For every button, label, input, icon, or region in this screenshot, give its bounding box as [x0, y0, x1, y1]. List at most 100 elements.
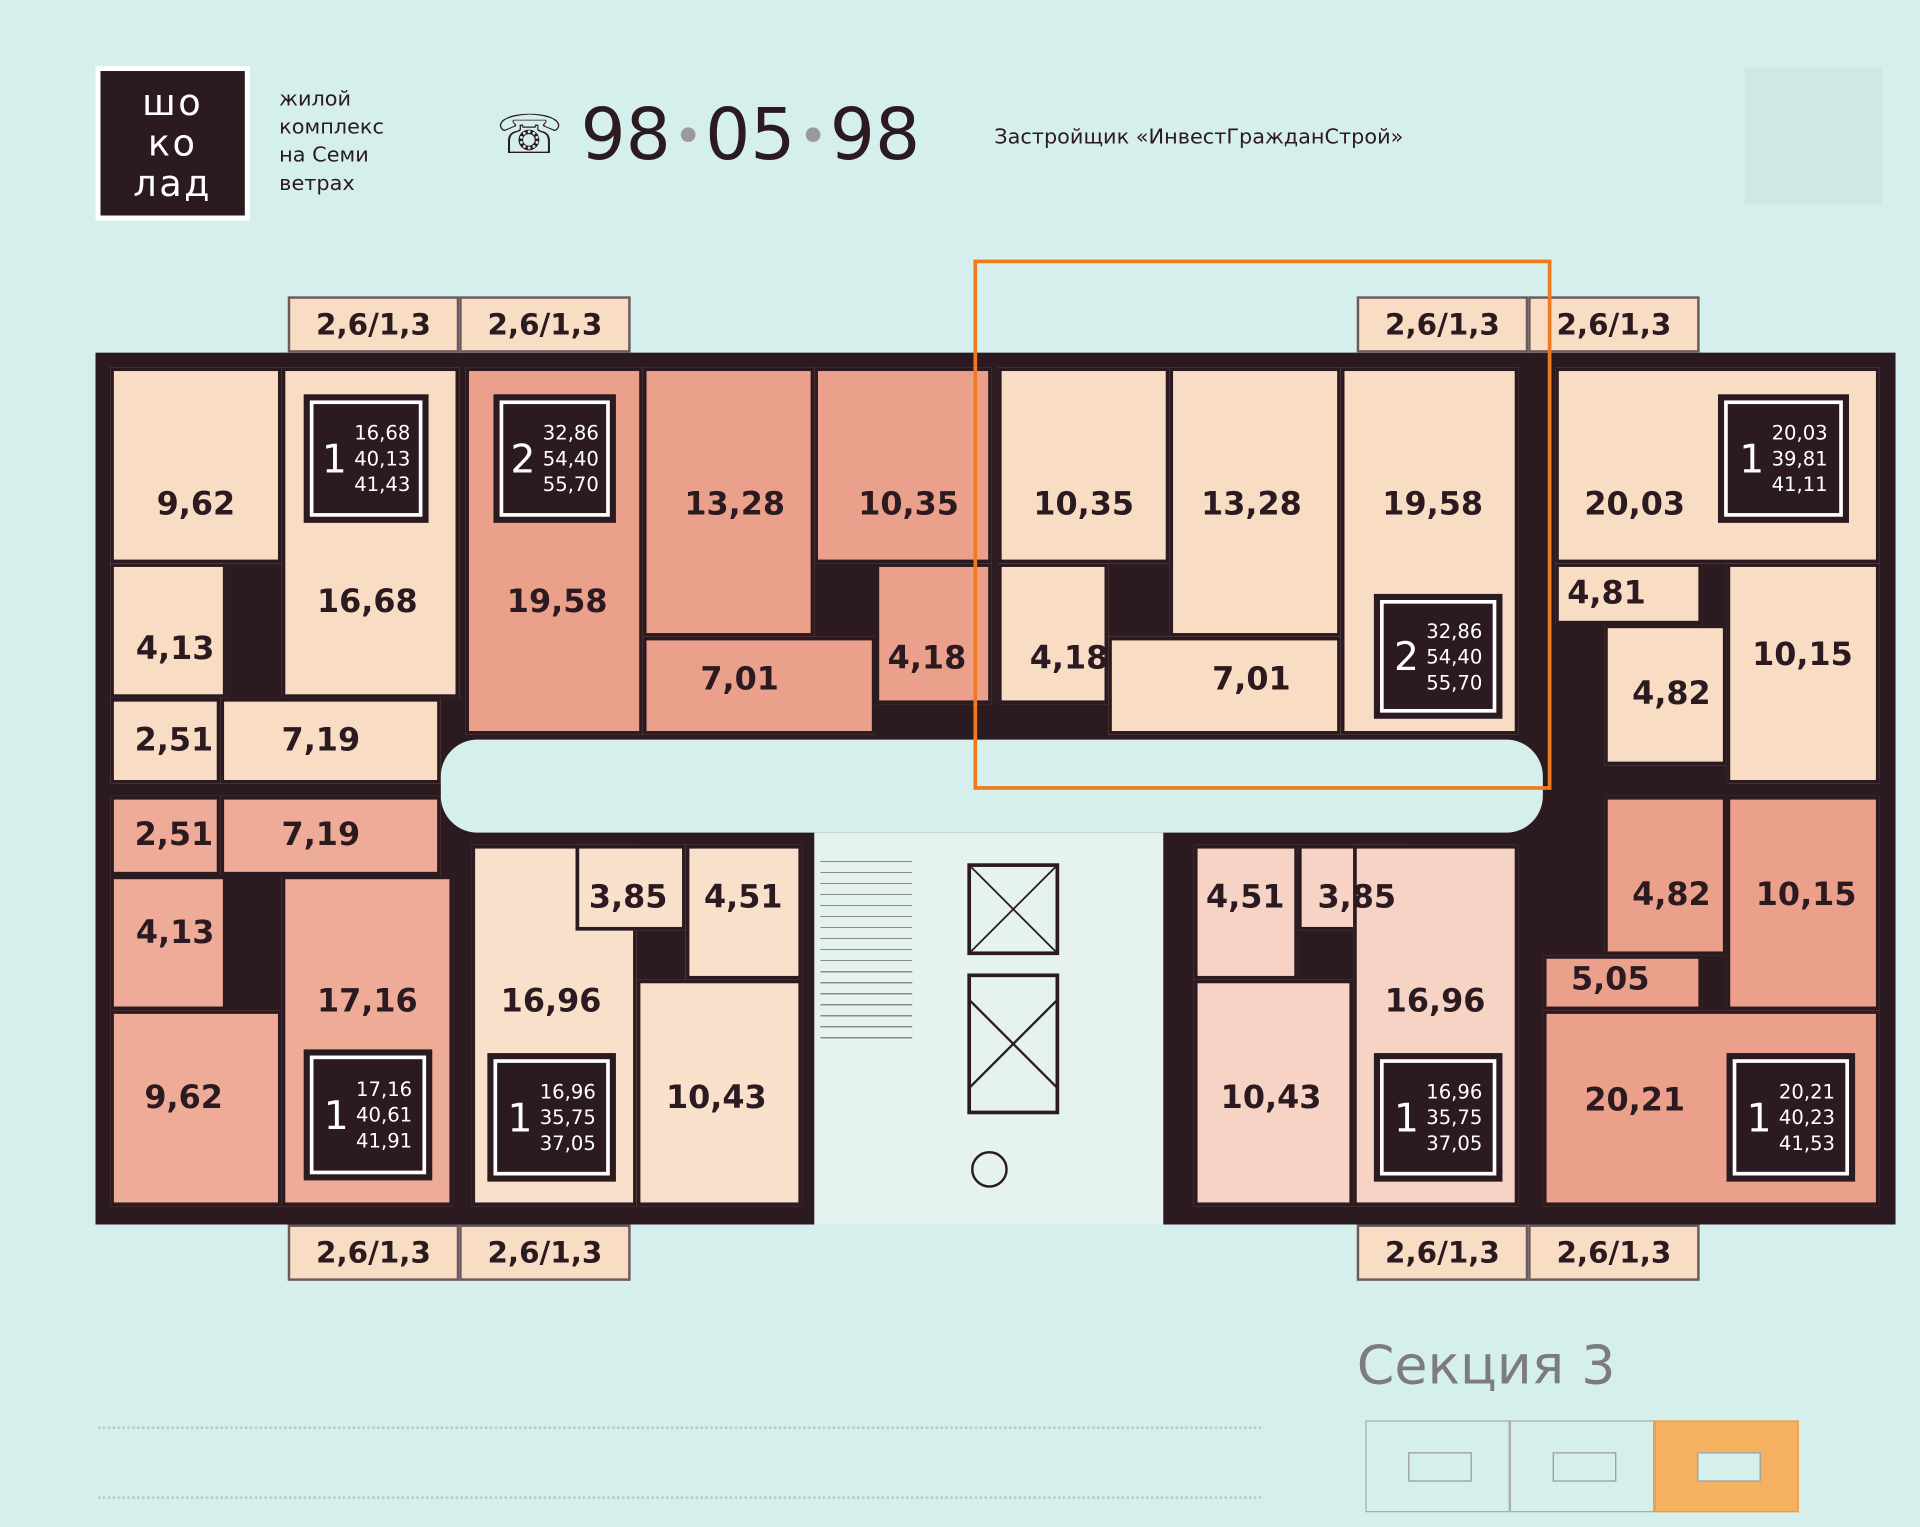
tagline-line: комплекс	[279, 115, 384, 140]
total-area-with-balcony: 55,70	[1426, 670, 1483, 694]
room	[220, 795, 441, 876]
living-area: 16,68	[354, 421, 411, 445]
total-area: 39,81	[1771, 446, 1828, 471]
balcony-label: 2,6/1,3	[459, 1224, 631, 1281]
room-area-label: 13,28	[684, 486, 786, 523]
phone-part: 98	[829, 93, 921, 177]
phone-icon: ☏	[495, 103, 564, 166]
room-area-label: 2,51	[134, 816, 214, 854]
elevator	[967, 863, 1060, 956]
living-area: 16,96	[539, 1080, 596, 1104]
balcony-label: 2,6/1,3	[287, 296, 460, 353]
rooms-count: 1	[1746, 1094, 1772, 1141]
room	[110, 563, 227, 698]
balcony-label: 2,6/1,3	[287, 1224, 460, 1281]
room	[110, 875, 227, 1011]
room-area-label: 5,05	[1570, 961, 1650, 998]
room-area-label: 10,35	[1033, 486, 1135, 523]
room	[1108, 636, 1341, 735]
elevator	[967, 973, 1060, 1115]
room-area-label: 7,01	[1212, 661, 1291, 698]
room-area-label: 4,81	[1567, 575, 1646, 613]
minimap-section-3-selected	[1654, 1420, 1799, 1513]
room	[110, 367, 282, 564]
divider	[97, 1426, 1262, 1429]
room	[1193, 979, 1354, 1207]
logo: шо ко лад	[95, 66, 250, 221]
room-area-label: 7,19	[281, 722, 361, 760]
room	[875, 563, 992, 705]
living-area: 32,86	[542, 421, 599, 445]
room	[1604, 624, 1727, 766]
room	[220, 697, 441, 784]
room-area-label: 4,13	[135, 914, 215, 952]
shaft-icon	[971, 1151, 1008, 1188]
room	[110, 795, 221, 876]
balcony-label: 2,6/1,3	[1356, 296, 1529, 353]
logo-line: ко	[147, 121, 198, 165]
room	[642, 367, 815, 637]
total-area-with-balcony: 41,91	[356, 1128, 413, 1153]
logo-line: лад	[133, 162, 213, 206]
room-area-label: 13,28	[1201, 486, 1302, 523]
balcony-label: 2,6/1,3	[1528, 1224, 1700, 1281]
room-area-label: 20,03	[1584, 486, 1686, 523]
room-area-label: 10,15	[1752, 636, 1853, 674]
phone-part: 98	[580, 93, 671, 177]
total-area: 54,40	[1426, 644, 1483, 668]
room-area-label: 9,62	[156, 486, 236, 523]
room-area-label: 4,18	[1029, 640, 1109, 678]
minimap-section-2	[1509, 1420, 1655, 1513]
balcony-label: 2,6/1,3	[1528, 296, 1700, 353]
minimap-section-1	[1365, 1420, 1510, 1513]
living-area: 16,96	[1426, 1080, 1483, 1104]
total-area-with-balcony: 55,70	[542, 472, 599, 496]
room-area-label: 4,82	[1632, 876, 1711, 914]
tagline-line: на Семи	[279, 143, 369, 168]
staircase	[820, 851, 913, 1047]
living-area: 20,03	[1771, 421, 1828, 445]
room-area-label: 9,62	[144, 1080, 223, 1117]
room	[997, 563, 1109, 705]
room-area-label: 3,85	[1317, 879, 1397, 916]
room	[636, 979, 803, 1207]
total-area-with-balcony: 37,05	[1426, 1131, 1483, 1155]
room-area-label: 10,15	[1755, 876, 1857, 914]
room	[685, 844, 803, 980]
total-area: 40,23	[1778, 1105, 1836, 1129]
living-area: 17,16	[356, 1077, 413, 1101]
room-area-label: 17,16	[316, 983, 418, 1021]
selected-apartment-highlight	[973, 259, 1552, 790]
tagline-line: жилой	[279, 86, 352, 112]
living-area: 32,86	[1426, 618, 1483, 643]
room	[110, 697, 221, 784]
room-area-label: 7,19	[281, 816, 361, 854]
phone-number: ☏ 98 05 98	[496, 93, 920, 176]
section-title: Секция 3	[1356, 1334, 1616, 1398]
room	[1604, 795, 1727, 956]
rooms-count: 2	[510, 435, 536, 482]
total-area-with-balcony: 41,43	[354, 472, 411, 496]
total-area: 40,61	[356, 1103, 413, 1127]
room	[1726, 563, 1880, 784]
room-area-label: 7,01	[700, 661, 779, 698]
living-area: 20,21	[1778, 1080, 1836, 1104]
rooms-count: 1	[1393, 1094, 1419, 1141]
room-area-label: 10,43	[665, 1080, 767, 1117]
section-minimap	[1365, 1420, 1818, 1513]
stair-elevator-core	[814, 832, 1164, 1225]
room	[1169, 367, 1341, 637]
logo-line: шо	[142, 81, 204, 125]
